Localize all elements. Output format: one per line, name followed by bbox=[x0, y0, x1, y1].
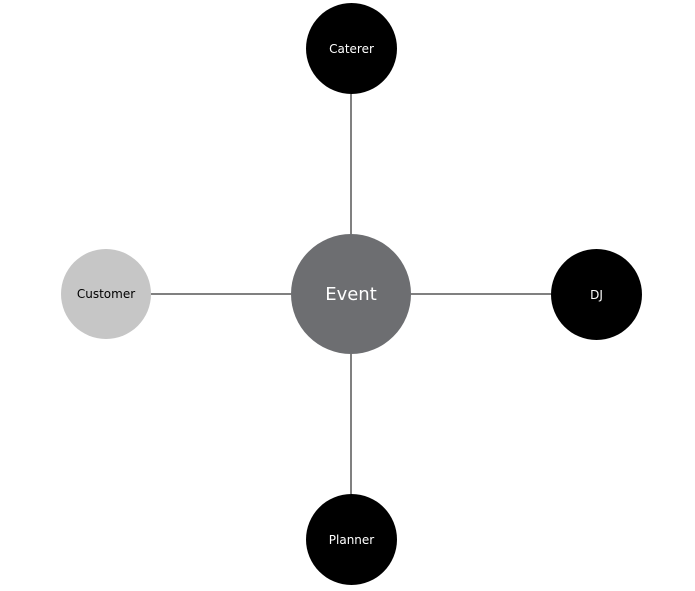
node-planner[interactable]: Planner bbox=[306, 494, 397, 585]
node-dj-label: DJ bbox=[590, 287, 603, 302]
node-event-center[interactable]: Event bbox=[291, 234, 411, 354]
node-dj[interactable]: DJ bbox=[551, 249, 642, 340]
node-caterer-label: Caterer bbox=[329, 41, 374, 56]
node-caterer[interactable]: Caterer bbox=[306, 3, 397, 94]
node-event-label: Event bbox=[325, 283, 377, 305]
node-customer-label: Customer bbox=[76, 287, 136, 301]
node-planner-label: Planner bbox=[328, 532, 375, 547]
node-customer[interactable]: Customer bbox=[61, 249, 151, 339]
